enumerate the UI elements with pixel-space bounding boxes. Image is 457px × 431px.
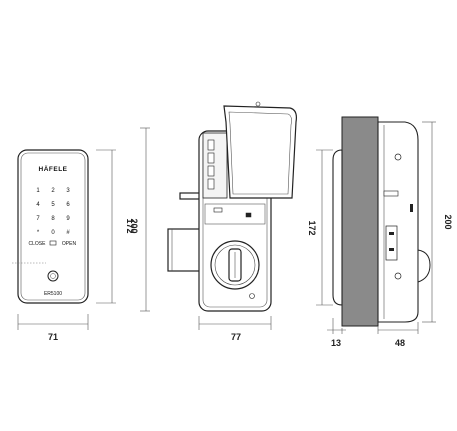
key-3[interactable]: 3 <box>66 188 70 194</box>
front-height-outer-value: 200 <box>129 218 139 233</box>
back-lower-screw <box>249 293 255 299</box>
key-hash[interactable]: # <box>66 230 70 236</box>
side-depth-back-value: 48 <box>395 338 405 348</box>
battery-cover-open[interactable] <box>223 105 297 199</box>
front-lock-body <box>17 149 89 304</box>
battery-4 <box>207 178 215 190</box>
front-height-dimensions: 172 200 <box>96 127 150 312</box>
battery-2 <box>207 152 215 164</box>
battery-compartment <box>202 132 228 199</box>
front-height-inner-value: 172 <box>125 218 135 233</box>
key-4[interactable]: 4 <box>36 202 40 208</box>
front-width-value: 71 <box>48 332 58 342</box>
side-height-inner-value: 172 <box>307 220 317 235</box>
back-view <box>167 101 297 312</box>
key-5[interactable]: 5 <box>51 202 55 208</box>
side-latch <box>385 225 398 261</box>
bolt-plate <box>167 228 201 272</box>
close-label: CLOSE <box>29 241 47 247</box>
battery-1 <box>207 139 215 151</box>
back-width-value: 77 <box>231 332 241 342</box>
side-view <box>332 116 431 327</box>
side-screw-top <box>394 153 402 161</box>
side-depth-back-dimension: 48 <box>377 322 419 348</box>
thumb-turn-inner <box>214 244 256 286</box>
cover-screw <box>255 101 261 107</box>
front-view: HÄFELE 1 2 3 4 5 6 7 8 9 * 0 # CLOSE OPE… <box>12 149 89 304</box>
side-back-body <box>377 121 419 323</box>
fingerprint-sensor[interactable] <box>47 270 59 282</box>
key-2[interactable]: 2 <box>51 188 55 194</box>
card-icon <box>49 240 57 246</box>
side-height-outer-dimension: 200 <box>422 121 453 323</box>
side-height-outer-value: 200 <box>443 214 453 229</box>
side-front-body <box>332 149 343 306</box>
key-1[interactable]: 1 <box>36 188 40 194</box>
brand-logo: HÄFELE <box>39 165 68 173</box>
keypad: 1 2 3 4 5 6 7 8 9 * 0 # <box>36 188 70 236</box>
setting-button[interactable] <box>245 212 252 218</box>
battery-3 <box>207 165 215 177</box>
control-panel-recess <box>204 203 266 225</box>
key-7[interactable]: 7 <box>36 216 40 222</box>
key-9[interactable]: 9 <box>66 216 70 222</box>
key-8[interactable]: 8 <box>51 216 55 222</box>
key-6[interactable]: 6 <box>66 202 70 208</box>
key-0[interactable]: 0 <box>51 230 55 236</box>
key-star[interactable]: * <box>37 230 40 236</box>
reset-switch[interactable] <box>213 207 223 213</box>
door-section <box>341 116 379 327</box>
fingerprint-sensor-inner <box>50 273 56 279</box>
side-thumb-turn[interactable] <box>417 249 431 283</box>
front-width-dimension: 71 <box>17 314 89 342</box>
side-screw-bottom <box>394 272 402 280</box>
open-label: OPEN <box>62 241 77 247</box>
front-lock-inner-panel <box>20 152 86 301</box>
side-depth-front-value: 13 <box>331 338 341 348</box>
side-depth-front-dimension: 13 <box>327 318 346 348</box>
model-label: ER5100 <box>44 291 62 297</box>
side-key-clip <box>410 204 413 212</box>
side-height-inner-dimension: 172 <box>307 149 333 306</box>
back-width-dimension: 77 <box>198 316 272 342</box>
side-slot <box>383 190 399 197</box>
